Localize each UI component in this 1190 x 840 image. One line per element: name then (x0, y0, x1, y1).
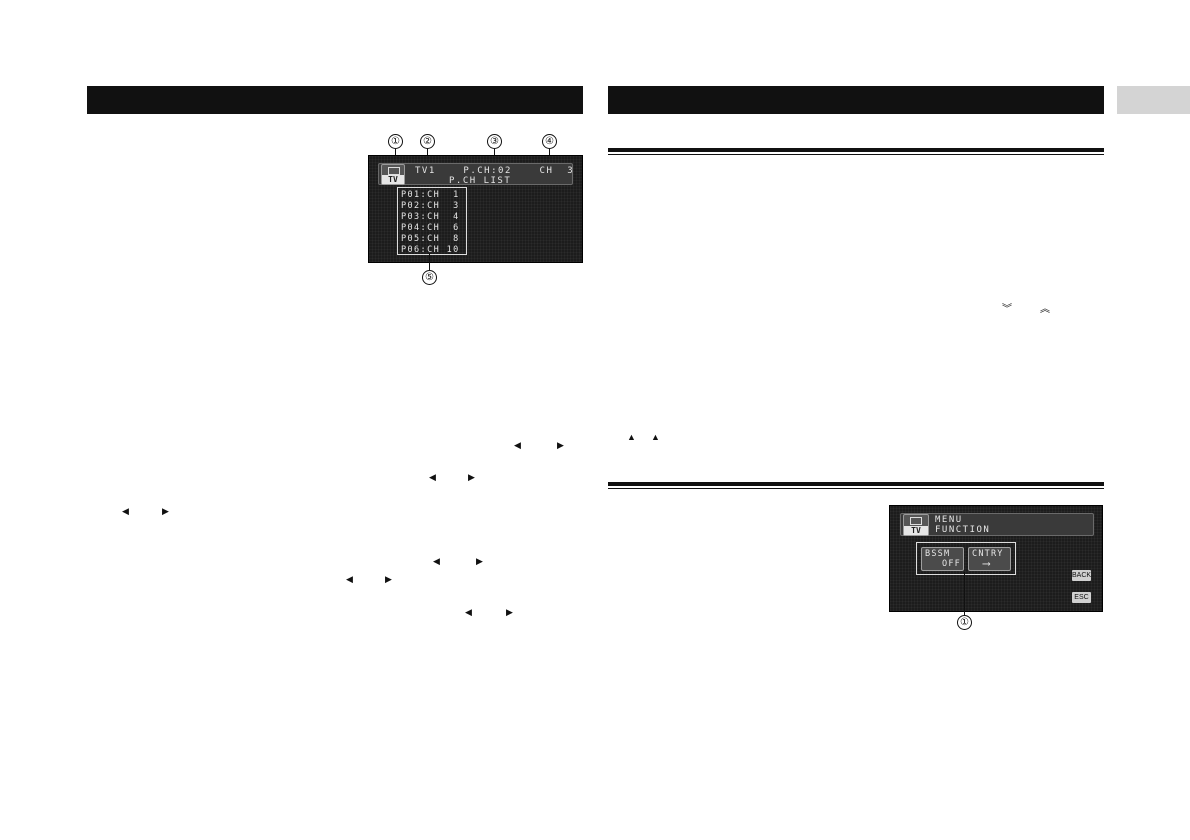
country-label: CNTRY (972, 549, 1004, 559)
preset-item-5[interactable]: P05:CH 8 (401, 234, 460, 244)
left-arrow-icon: ◀ (346, 574, 353, 584)
callout-right-1-leader (964, 572, 965, 615)
tv-source-icon: TV (381, 164, 405, 185)
preset-item-2[interactable]: P02:CH 3 (401, 201, 460, 211)
preset-item-3[interactable]: P03:CH 4 (401, 212, 460, 222)
preset-item-6[interactable]: P06:CH 10 (401, 245, 460, 255)
left-arrow-icon: ◀ (465, 607, 472, 617)
left-arrow-icon: ◀ (122, 506, 129, 516)
back-button[interactable]: BACK (1072, 570, 1092, 581)
preset-channel-list: P01:CH 1 P02:CH 3 P03:CH 4 P04:CH 6 P05:… (397, 187, 467, 255)
subheading-rule-1-thin (608, 154, 1104, 155)
right-arrow-icon: ▶ (476, 556, 483, 566)
double-down-icon: ︾ (1002, 304, 1012, 315)
right-section-heading-bar (608, 86, 1104, 114)
menu-subtitle: FUNCTION (935, 525, 991, 535)
tv-function-menu-screen: TV MENU FUNCTION BSSM OFF CNTRY ⟶ BACK E… (889, 505, 1103, 612)
header-status-line: TV1 P.CH:02 CH 3 (415, 166, 575, 176)
function-buttons-group: BSSM OFF CNTRY ⟶ (916, 542, 1016, 575)
right-arrow-icon: ▶ (162, 506, 169, 516)
preset-item-4[interactable]: P04:CH 6 (401, 223, 460, 233)
tv-preset-list-screen: TV TV1 P.CH:02 CH 3 P.CH LIST P01:CH 1 P… (368, 155, 583, 263)
callout-5-leader (429, 253, 430, 270)
left-arrow-icon: ◀ (514, 440, 521, 450)
callout-1: ① (388, 134, 403, 149)
subheading-rule-2 (608, 482, 1104, 486)
bssm-button[interactable]: BSSM OFF (921, 547, 964, 571)
right-arrow-icon: ▶ (385, 574, 392, 584)
left-arrow-icon: ◀ (433, 556, 440, 566)
subheading-rule-1 (608, 148, 1104, 152)
country-arrow-icon: ⟶ (983, 557, 991, 570)
left-arrow-icon: ◀ (429, 472, 436, 482)
up-triangle-icon: ▲ (627, 432, 636, 442)
right-arrow-icon: ▶ (468, 472, 475, 482)
screen-header (378, 163, 573, 185)
right-arrow-icon: ▶ (506, 607, 513, 617)
callout-right-1: ① (957, 615, 972, 630)
callout-3: ③ (487, 134, 502, 149)
bssm-label: BSSM (925, 549, 951, 559)
tv-source-icon: TV (903, 514, 929, 536)
right-arrow-icon: ▶ (557, 440, 564, 450)
menu-title: MENU (935, 515, 963, 525)
subheading-rule-2-thin (608, 488, 1104, 489)
callout-4: ④ (542, 134, 557, 149)
side-index-tab (1117, 86, 1190, 114)
callout-2: ② (420, 134, 435, 149)
preset-item-1[interactable]: P01:CH 1 (401, 190, 460, 200)
country-button[interactable]: CNTRY ⟶ (968, 547, 1011, 571)
left-section-heading-bar (87, 86, 583, 114)
double-up-icon: ︽ (1040, 304, 1050, 315)
callout-5: ⑤ (422, 270, 437, 285)
esc-button[interactable]: ESC (1072, 592, 1091, 603)
screen-header (900, 513, 1094, 536)
bssm-value: OFF (942, 559, 961, 569)
header-mode-line: P.CH LIST (449, 176, 512, 186)
up-triangle-icon: ▲ (651, 432, 660, 442)
